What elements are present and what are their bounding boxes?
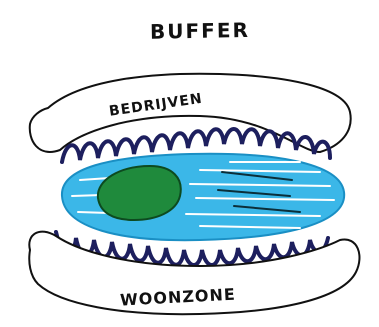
diagram-title: BUFFER — [150, 18, 250, 44]
